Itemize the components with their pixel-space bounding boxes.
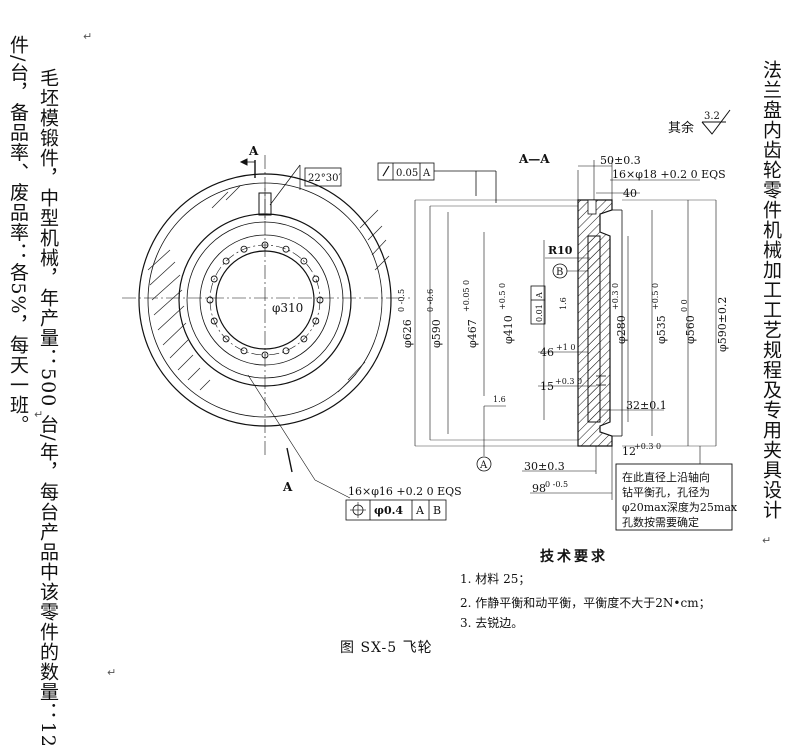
note-line-2: 钻平衡孔，孔径为: [622, 485, 710, 499]
dim-590a-tol: 0 -0.6: [426, 289, 435, 312]
dim-40: 40: [623, 187, 637, 200]
dim-r10: R10: [548, 244, 573, 257]
flatness-frame: 0.01 A 1.6: [530, 285, 568, 325]
tech-item: 3. 去锐边。: [460, 616, 524, 630]
section-dim-texts: φ626 0 -0.5 φ590 0 -0.6 φ467 +0.05 0 φ41…: [397, 280, 729, 352]
dim-46-tol: +1 0: [556, 343, 575, 352]
dim-410: φ410: [502, 315, 515, 344]
tech-item: 1. 材料 25；: [460, 572, 531, 586]
return-mark: ↵: [107, 666, 117, 679]
runout-frame: [377, 162, 497, 203]
dim-590a: φ590: [430, 319, 443, 348]
dim-535: φ535: [655, 315, 668, 344]
dim-535-tol: +0.5 0: [651, 283, 660, 310]
note-line-1: 在此直径上沿轴向: [622, 470, 710, 484]
left-vertical-line-2: 毛坯模锻件，中型机械，年产量：500 台/年，每台产品中该零件的数量：12: [37, 68, 59, 748]
datum-a: A: [479, 460, 488, 471]
roughness-16: 1.6: [559, 297, 568, 310]
section-mark-bottom: A: [282, 480, 293, 494]
flatness-datum: A: [535, 292, 544, 299]
section-title: A—A: [518, 152, 550, 166]
tech-item: 2. 作静平衡和动平衡，平衡度不大于2N•cm；: [460, 596, 711, 610]
bolt-holes: [206, 241, 324, 359]
figure-caption: 图 SX-5 飞轮: [340, 640, 433, 656]
center-dia-label: φ310: [272, 301, 303, 315]
dim-590b: φ590±0.2: [716, 297, 729, 352]
position-tol: φ0.4: [374, 504, 403, 517]
hole-pattern-bottom: 16×φ16 +0.2 0 EQS: [348, 485, 462, 498]
return-mark: ↵: [34, 408, 44, 421]
top-dims: [577, 160, 700, 200]
note-line-3: φ20max深度为25max: [622, 500, 738, 514]
roughness-other-value: 3.2: [704, 111, 720, 122]
left-vertical-line-1: 件/台，备品率、废品率：各5%，每天一班。: [7, 35, 29, 435]
dim-410-tol: +0.5 0: [498, 283, 507, 310]
right-vertical-title: 法兰盘内齿轮零件机械加工工艺规程及专用夹具设计: [760, 60, 782, 520]
note-line-4: 孔数按需要确定: [622, 515, 699, 529]
angle-label: 22°30′: [308, 173, 341, 184]
hole-pattern-top: 16×φ18 +0.2 0 EQS: [612, 168, 726, 181]
dim-15: 15: [540, 380, 554, 393]
dim-280-tol: +0.3 0: [611, 283, 620, 310]
runout-tol: 0.05: [396, 168, 418, 179]
dim-50: 50±0.3: [600, 154, 641, 167]
position-datum-a: A: [415, 504, 425, 517]
dim-12-tol: +0.3 0: [634, 442, 661, 451]
dim-98: 98: [532, 482, 546, 495]
roughness-16b: 1.6: [493, 395, 506, 404]
runout-datum: A: [422, 168, 431, 179]
return-mark: ↵: [83, 30, 93, 43]
position-frame: [345, 499, 447, 521]
section-view: [577, 199, 623, 447]
dim-626: φ626: [401, 319, 414, 348]
return-mark: ↵: [762, 534, 772, 547]
dim-560: φ560: [684, 315, 697, 344]
dim-15-tol: +0.3 0: [555, 377, 582, 386]
datum-b: B: [556, 267, 563, 278]
section-markers: A A: [239, 144, 293, 494]
roughness-other-label: 其余: [668, 120, 694, 136]
dim-32: 32±0.1: [626, 399, 667, 412]
front-view-hatch: [147, 185, 390, 393]
tech-title: 技术要求: [540, 549, 608, 565]
position-datum-b: B: [433, 504, 441, 517]
angle-callout: 22°30′: [269, 164, 341, 206]
section-mark-top: A: [248, 144, 259, 158]
roughness-symbol: 其余 3.2: [668, 109, 731, 136]
dim-12: 12: [622, 445, 636, 458]
flatness-tol: 0.01: [535, 304, 544, 322]
dim-467: φ467: [466, 319, 479, 348]
section-dim-lines: [414, 199, 717, 447]
dim-467-tol: +0.05 0: [462, 280, 471, 312]
front-view: [122, 155, 410, 455]
dim-626-tol: 0 -0.5: [397, 289, 406, 312]
dim-560-tol: 0 0: [680, 299, 689, 312]
dim-280: φ280: [615, 315, 628, 344]
dim-30: 30±0.3: [524, 460, 565, 473]
dim-98-tol: 0 -0.5: [545, 480, 568, 489]
dim-46: 46: [540, 346, 554, 359]
